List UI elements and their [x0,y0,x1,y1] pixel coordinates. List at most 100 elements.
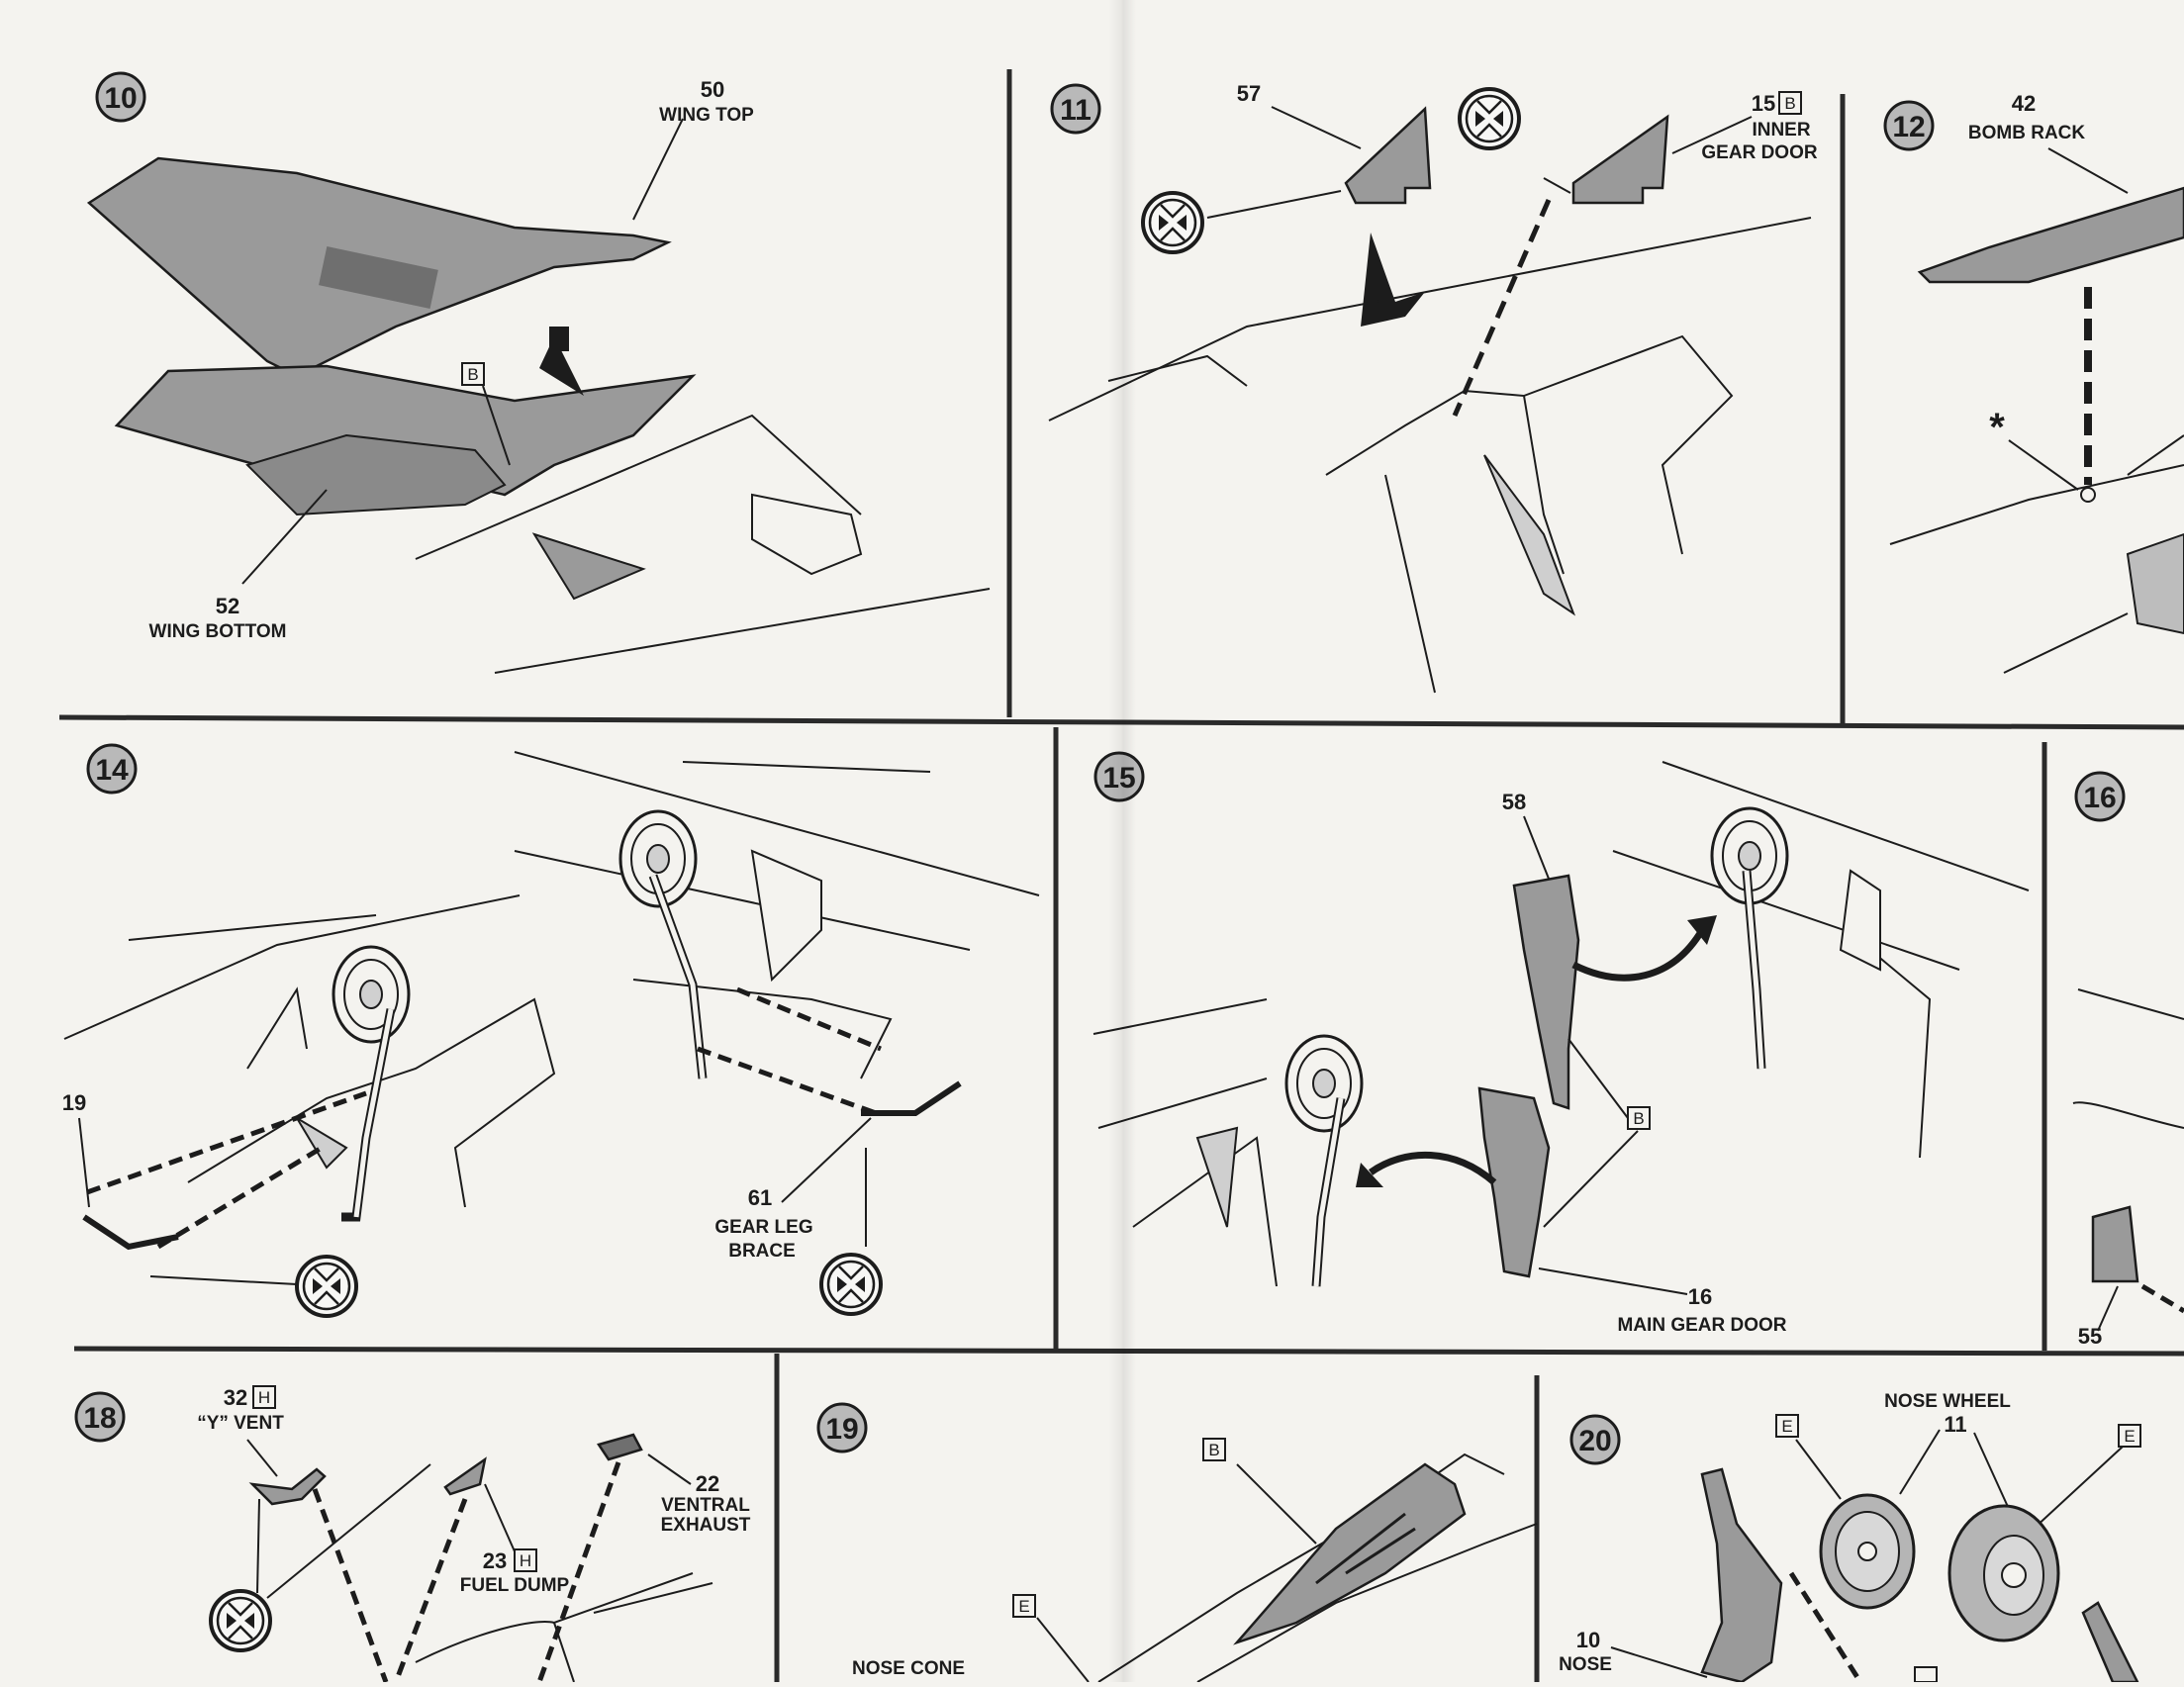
step-15-number-badge: 15 [1093,751,1145,802]
svg-text:EXHAUST: EXHAUST [661,1515,751,1536]
svg-text:GEAR DOOR: GEAR DOOR [1701,142,1817,163]
svg-text:B: B [1208,1441,1219,1459]
step-14-panel: 14 19 61 GEAR LEG BRACE [62,743,1040,1318]
part-tree-code-box [1202,1438,1226,1461]
svg-text:10: 10 [104,82,137,115]
svg-text:11: 11 [1944,1412,1966,1437]
part-32-y-vent [248,1467,327,1506]
svg-text:E: E [1018,1597,1029,1616]
step-20-panel: 20 NOSE WHEEL 11 E E 10 NOSE [1559,1391,2141,1684]
svg-text:20: 20 [1578,1425,1611,1457]
svg-text:16: 16 [2083,782,2116,814]
svg-text:15: 15 [1102,762,1135,795]
curved-arrow-icon [1356,1163,1383,1187]
svg-text:B: B [1633,1109,1644,1128]
svg-text:GEAR LEG: GEAR LEG [714,1217,812,1238]
svg-text:58: 58 [1502,790,1526,814]
bomb-rack-part [1917,186,2184,284]
svg-text:15: 15 [1752,91,1775,116]
part-tree-code-box [1775,1414,1799,1438]
svg-text:WING BOTTOM: WING BOTTOM [149,621,287,642]
svg-text:19: 19 [825,1413,858,1446]
svg-text:BRACE: BRACE [728,1241,796,1262]
cement-here-icon [295,1255,358,1318]
cement-here-icon [819,1253,883,1316]
svg-text:E: E [2124,1427,2135,1446]
svg-text:18: 18 [83,1402,116,1435]
cement-here-icon [1458,87,1521,150]
step-12-panel: 12 42 BOMB RACK * [1883,91,2184,674]
svg-text:E: E [1781,1417,1792,1436]
svg-text:23: 23 [483,1548,507,1573]
step-16-panel: 16 55 [2072,771,2184,1349]
svg-text:32: 32 [224,1385,247,1410]
svg-text:H: H [258,1388,270,1407]
step-10-number-badge: 10 [95,71,146,123]
main-wheel-left [1284,1034,1364,1133]
part-tree-code-box [2118,1424,2141,1448]
step-16-number-badge: 16 [2074,771,2126,822]
part-22-ventral-exhaust [597,1433,643,1461]
step-18-number-badge: 18 [74,1391,126,1443]
svg-text:11: 11 [1060,94,1092,127]
svg-text:10: 10 [1576,1628,1600,1652]
svg-text:42: 42 [2012,91,2036,116]
step-11-panel: 11 57 15 B INNER GEAR DOOR [1048,81,1818,694]
step-19-panel: 19 B E NOSE CONE [816,1402,1538,1683]
svg-text:WING TOP: WING TOP [659,105,754,126]
step-15-panel: 15 58 B 16 MAIN GEAR DOOR [1092,751,2030,1336]
wing-detail-plate [319,246,438,310]
step-11-number-badge: 11 [1050,83,1101,135]
svg-text:NOSE: NOSE [1559,1654,1612,1675]
svg-text:B: B [467,365,478,384]
svg-text:55: 55 [2078,1324,2102,1349]
step-19-number-badge: 19 [816,1402,868,1453]
svg-text:19: 19 [62,1090,86,1115]
svg-text:16: 16 [1688,1284,1712,1309]
svg-text:MAIN GEAR DOOR: MAIN GEAR DOOR [1618,1315,1787,1336]
part-tree-code-box [1012,1594,1036,1618]
svg-text:61: 61 [748,1185,772,1210]
svg-text:14: 14 [95,754,129,787]
step-20-number-badge: 20 [1569,1414,1621,1465]
svg-text:57: 57 [1237,81,1261,106]
svg-text:BOMB RACK: BOMB RACK [1968,123,2085,143]
canopy-part [1233,1462,1467,1645]
part-10-nose-gear [1700,1467,1783,1684]
svg-text:“Y” VENT: “Y” VENT [197,1413,284,1434]
part-16-main-gear-door [1477,1086,1551,1278]
part-15-inner-gear-door [1571,114,1669,205]
svg-text:22: 22 [696,1471,719,1496]
dashed-down-arrow-icon [1361,233,1425,327]
svg-text:B: B [1784,94,1795,113]
nose-wheel-half-left [1819,1493,1916,1610]
svg-text:FUEL DUMP: FUEL DUMP [460,1575,570,1596]
svg-text:12: 12 [1892,111,1925,143]
svg-text:NOSE WHEEL: NOSE WHEEL [1884,1391,2011,1412]
part-55 [2091,1205,2139,1283]
svg-text:H: H [520,1551,531,1570]
part-23-fuel-dump [443,1456,487,1496]
curved-arrow-icon [1687,915,1717,945]
cement-here-icon [209,1589,272,1652]
step-18-panel: 18 32 H “Y” VENT 23 H FUEL DUMP 22 VENTR… [74,1385,751,1683]
svg-text:VENTRAL: VENTRAL [661,1495,750,1516]
svg-text:50: 50 [701,77,724,102]
nose-wheel-half-right [1947,1504,2060,1642]
svg-text:NOSE CONE: NOSE CONE [852,1658,965,1679]
main-wheel-left [332,945,411,1044]
part-58-gear-door [1512,874,1580,1110]
svg-text:52: 52 [216,594,239,618]
svg-text:*: * [1989,406,2005,449]
panel-borders [58,69,2184,1682]
part-tree-code-box [461,362,485,386]
cement-here-icon [1141,191,1204,254]
center-fold-shadow [1108,0,1136,1682]
part-57 [1344,106,1432,205]
step-14-number-badge: 14 [86,743,138,795]
svg-text:INNER: INNER [1752,120,1810,141]
step-12-number-badge: 12 [1883,100,1935,151]
step-10-panel: 10 50 WING TOP 52 WING BOTTOM B [86,71,991,674]
